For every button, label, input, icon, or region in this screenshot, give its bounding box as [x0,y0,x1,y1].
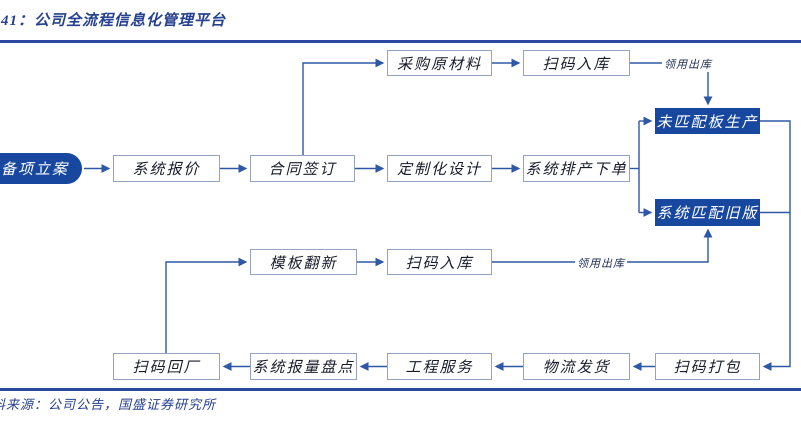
flow-node-system-match-old-plate: 系统匹配旧版 [655,199,760,226]
flow-node-project-filing: 备项立案 [0,153,82,184]
flow-node-scan-packing: 扫码打包 [655,353,760,380]
flow-node-unmatched-plate-production: 未匹配板生产 [655,108,760,134]
flow-node-logistics-shipping: 物流发货 [523,353,630,380]
flow-node-production-scheduling: 系统排产下单 [523,155,630,182]
footer-rule [0,388,801,391]
flow-node-scan-into-warehouse-mid: 扫码入库 [387,249,492,275]
edge-label-issue-out-mid: 领用出库 [575,255,627,271]
flow-node-system-quantity-inventory: 系统报量盘点 [250,353,357,380]
flow-node-scan-into-warehouse-top: 扫码入库 [523,50,630,76]
header-rule [0,40,801,43]
flow-node-contract-signing: 合同签订 [250,155,355,182]
flow-node-purchase-raw-material: 采购原材料 [387,50,492,76]
flow-node-template-refurbish: 模板翻新 [250,249,357,275]
source-note: 料来源：公司公告，国盛证券研究所 [0,397,217,412]
flow-node-custom-design: 定制化设计 [387,155,492,182]
flow-node-system-quote: 系统报价 [113,155,220,182]
edge-label-issue-out-top: 领用出库 [662,56,714,72]
flow-node-scan-back-to-factory: 扫码回厂 [113,353,220,380]
figure-title: 41：公司全流程信息化管理平台 [1,13,227,29]
flow-node-engineering-service: 工程服务 [387,353,492,380]
